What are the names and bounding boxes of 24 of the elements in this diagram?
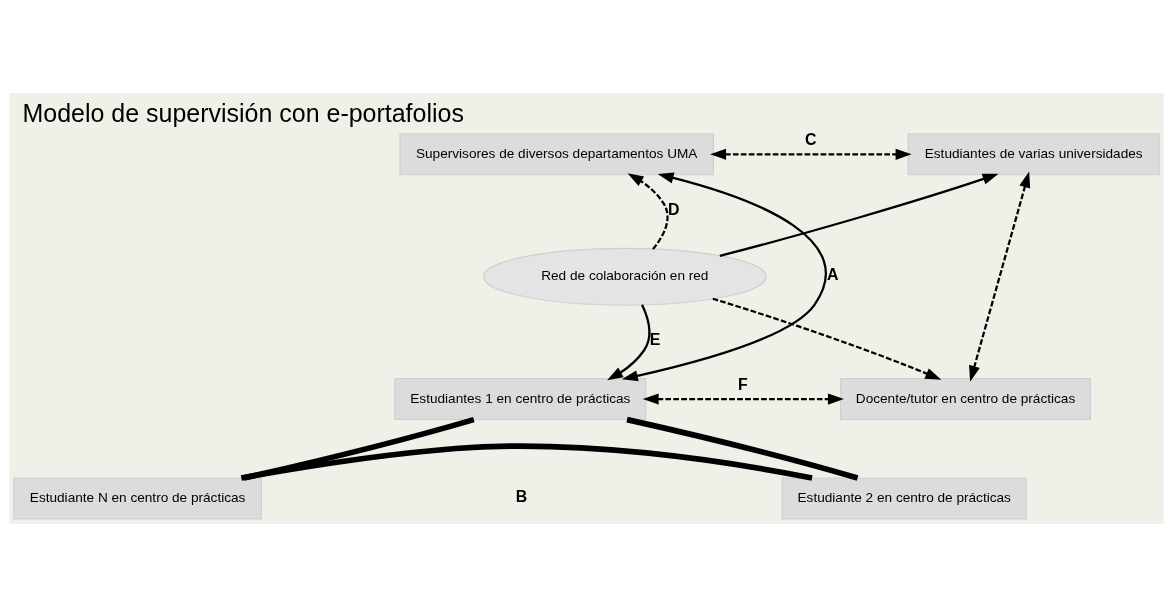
node-box: Estudiante N en centro de prácticas <box>13 476 262 519</box>
edge-label: A <box>826 265 839 283</box>
connector <box>626 416 859 481</box>
arrow <box>710 148 912 160</box>
connector <box>240 442 813 481</box>
diagram-title: Modelo de supervisión con e-portafolios <box>22 98 464 127</box>
node-box: Docente/tutor en centro de prácticas <box>840 377 1092 420</box>
arrow <box>719 173 999 257</box>
arrow <box>621 171 827 381</box>
node-box: Estudiante 2 en centro de prácticas <box>781 476 1027 519</box>
node-box: Estudiantes de varias universidades <box>907 132 1160 175</box>
label: B <box>515 487 528 505</box>
edge-label: F <box>738 375 748 393</box>
arrow <box>627 172 669 250</box>
node-box: Estudiantes 1 en centro de prácticas <box>394 377 647 420</box>
arrow <box>607 303 651 380</box>
arrow <box>969 171 1031 382</box>
edge-label: D <box>667 200 680 218</box>
arrow <box>642 393 844 405</box>
arrow <box>712 297 942 380</box>
node-box: Supervisores de diversos departamentos UMA <box>399 132 714 175</box>
edge-label: C <box>805 130 817 148</box>
edge-label: E <box>649 330 661 348</box>
node-ellipse: Red de colaboración en red <box>483 247 767 306</box>
